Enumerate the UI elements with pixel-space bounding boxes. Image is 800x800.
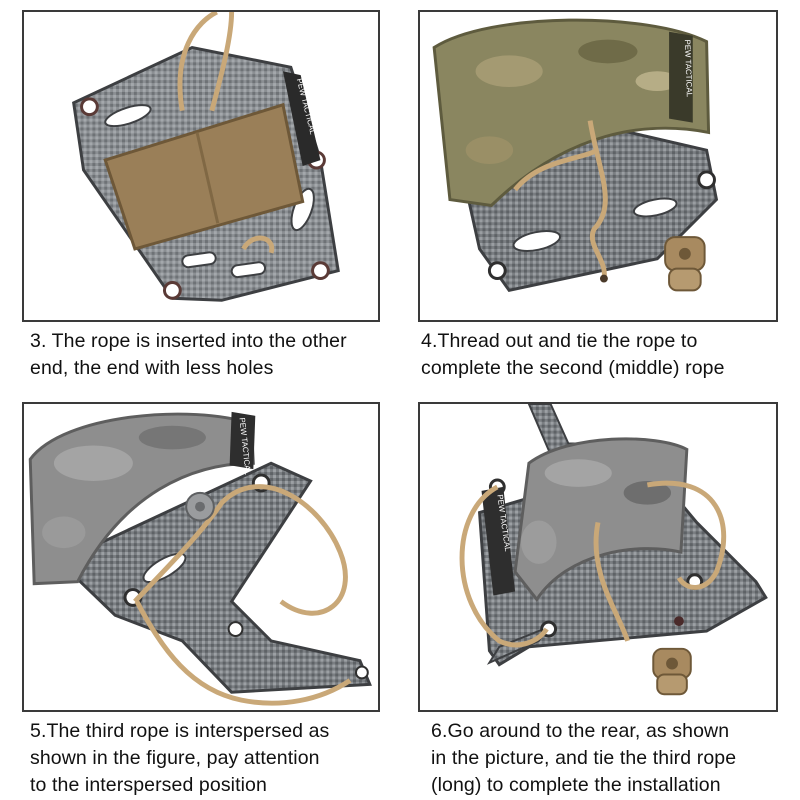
step-5-photo: PEW TACTICAL [22,402,380,712]
step-3-caption: 3. The rope is inserted into the other e… [30,330,347,379]
step-5-caption: 5.The third rope is interspersed as show… [30,720,330,796]
cord-knot [674,616,684,627]
plate-slot [230,261,267,279]
plate-slot [181,251,217,269]
plate-hole [632,197,678,218]
brand-label-strip [229,411,256,470]
shock-cord [134,600,352,706]
brand-label-text: PEW TACTICAL [683,39,694,97]
step-3-illustration: PEW TACTICAL [72,12,340,302]
step-5-illustration: PEW TACTICAL [28,411,372,706]
shock-cord [177,12,235,112]
eyelet [227,621,244,637]
eyelet [80,97,99,117]
step-4-photo: PEW TACTICAL [418,10,778,322]
grey-mounting-plate [57,461,372,694]
cord-lock-stopper [664,236,706,292]
plate-hole [290,187,315,232]
step-6-caption: 6.Go around to the rear, as shown in the… [431,720,737,796]
eyelet [354,665,369,680]
shock-cord [646,480,727,590]
step-6-illustration: PEW TACTICAL [459,404,768,696]
plate-hole [104,104,152,128]
step-6-photo: PEW TACTICAL [418,402,778,712]
cord-lock-stopper [652,647,692,696]
brand-label-strip [481,486,516,596]
brand-label-strip [669,31,693,123]
step-4-illustration: PEW TACTICAL [432,18,719,293]
eyelet [162,281,182,300]
eyelet [487,261,507,281]
eyelet [311,261,330,281]
shock-cord [459,484,549,648]
plate-hole [512,230,562,253]
cord-lock-stopper [185,491,215,522]
shock-cord [133,484,348,616]
shock-cord-center [593,521,630,642]
step-4-caption: 4.Thread out and tie the rope to complet… [421,330,725,379]
eyelet [697,170,716,190]
coyote-velcro-panel [103,102,305,251]
brand-label-strip [282,71,321,166]
shock-cord [513,120,608,280]
step-3-photo: PEW TACTICAL [22,10,380,322]
shock-cord-end [241,235,275,254]
cord-knot [599,274,608,283]
